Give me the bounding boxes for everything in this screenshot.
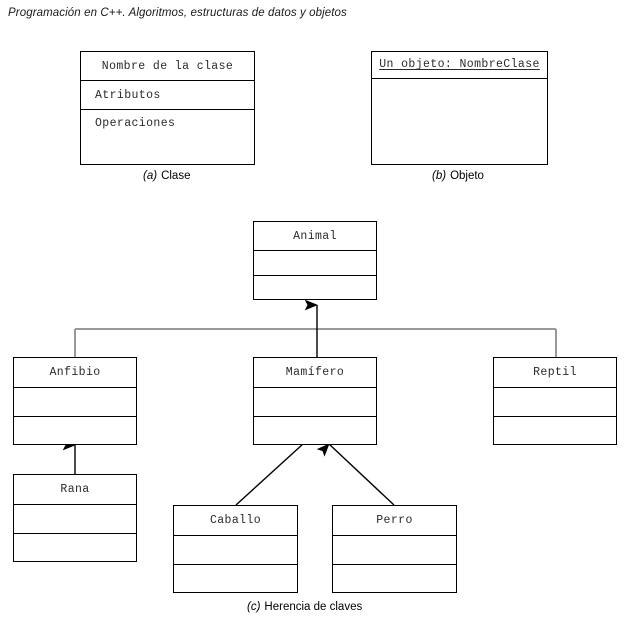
class-box-rana-operations (14, 532, 136, 561)
class-box-anfibio-operations (14, 415, 136, 444)
class-box-animal-name: Animal (293, 229, 337, 243)
caption-figure-c: (c)Herencia de claves (247, 601, 362, 613)
class-box-mamifero-name: Mamífero (285, 366, 345, 380)
class-box-animal-operations (254, 274, 376, 299)
class-box-anfibio-name: Anfibio (49, 366, 101, 380)
class-box-reptil-operations (494, 415, 616, 444)
class-box-animal-attributes (254, 250, 376, 274)
caption-figure-b: (b)Objeto (432, 170, 484, 182)
class-operations-compartment: Operaciones (81, 108, 254, 164)
class-box-perro-name: Perro (376, 514, 413, 528)
object-body-compartment (372, 77, 547, 164)
connector-bus-animal (74, 328, 557, 357)
class-box-caballo-attributes (174, 535, 297, 563)
class-box-caballo[interactable]: Caballo (173, 505, 298, 593)
class-box-mamifero[interactable]: Mamífero (253, 357, 377, 445)
arrow-perro-to-mamifero (316, 443, 395, 506)
class-template-box[interactable]: Nombre de la clase Atributos Operaciones (80, 51, 255, 165)
class-box-rana-name: Rana (60, 483, 90, 497)
caption-a-text: Clase (161, 170, 191, 182)
caption-a-tag: (a) (143, 170, 158, 182)
class-box-rana[interactable]: Rana (13, 474, 137, 562)
class-box-anfibio-attributes (14, 387, 136, 415)
arrow-caballo-to-mamifero (235, 431, 304, 506)
class-box-mamifero-attributes (254, 387, 376, 415)
class-attributes-compartment: Atributos (81, 80, 254, 108)
class-box-reptil[interactable]: Reptil (493, 357, 617, 445)
caption-b-tag: (b) (432, 170, 447, 182)
class-name-compartment: Nombre de la clase (101, 59, 234, 73)
caption-figure-a: (a)Clase (143, 170, 190, 182)
class-box-caballo-name: Caballo (209, 514, 262, 528)
class-box-perro[interactable]: Perro (332, 505, 457, 593)
object-name-compartment: Un objeto: NombreClase (379, 58, 540, 72)
class-box-perro-attributes (333, 535, 456, 563)
caption-c-text: Herencia de claves (264, 601, 363, 613)
class-box-animal[interactable]: Animal (253, 221, 377, 300)
running-head: Programación en C++. Algoritmos, estruct… (8, 7, 347, 19)
caption-b-text: Objeto (450, 170, 484, 182)
class-box-caballo-operations (174, 563, 297, 592)
caption-c-tag: (c) (247, 601, 261, 613)
class-box-mamifero-operations (254, 415, 376, 444)
class-box-reptil-name: Reptil (533, 366, 577, 380)
class-box-anfibio[interactable]: Anfibio (13, 357, 137, 445)
class-box-rana-attributes (14, 504, 136, 532)
class-box-reptil-attributes (494, 387, 616, 415)
object-template-box[interactable]: Un objeto: NombreClase (371, 51, 548, 165)
class-box-perro-operations (333, 563, 456, 592)
